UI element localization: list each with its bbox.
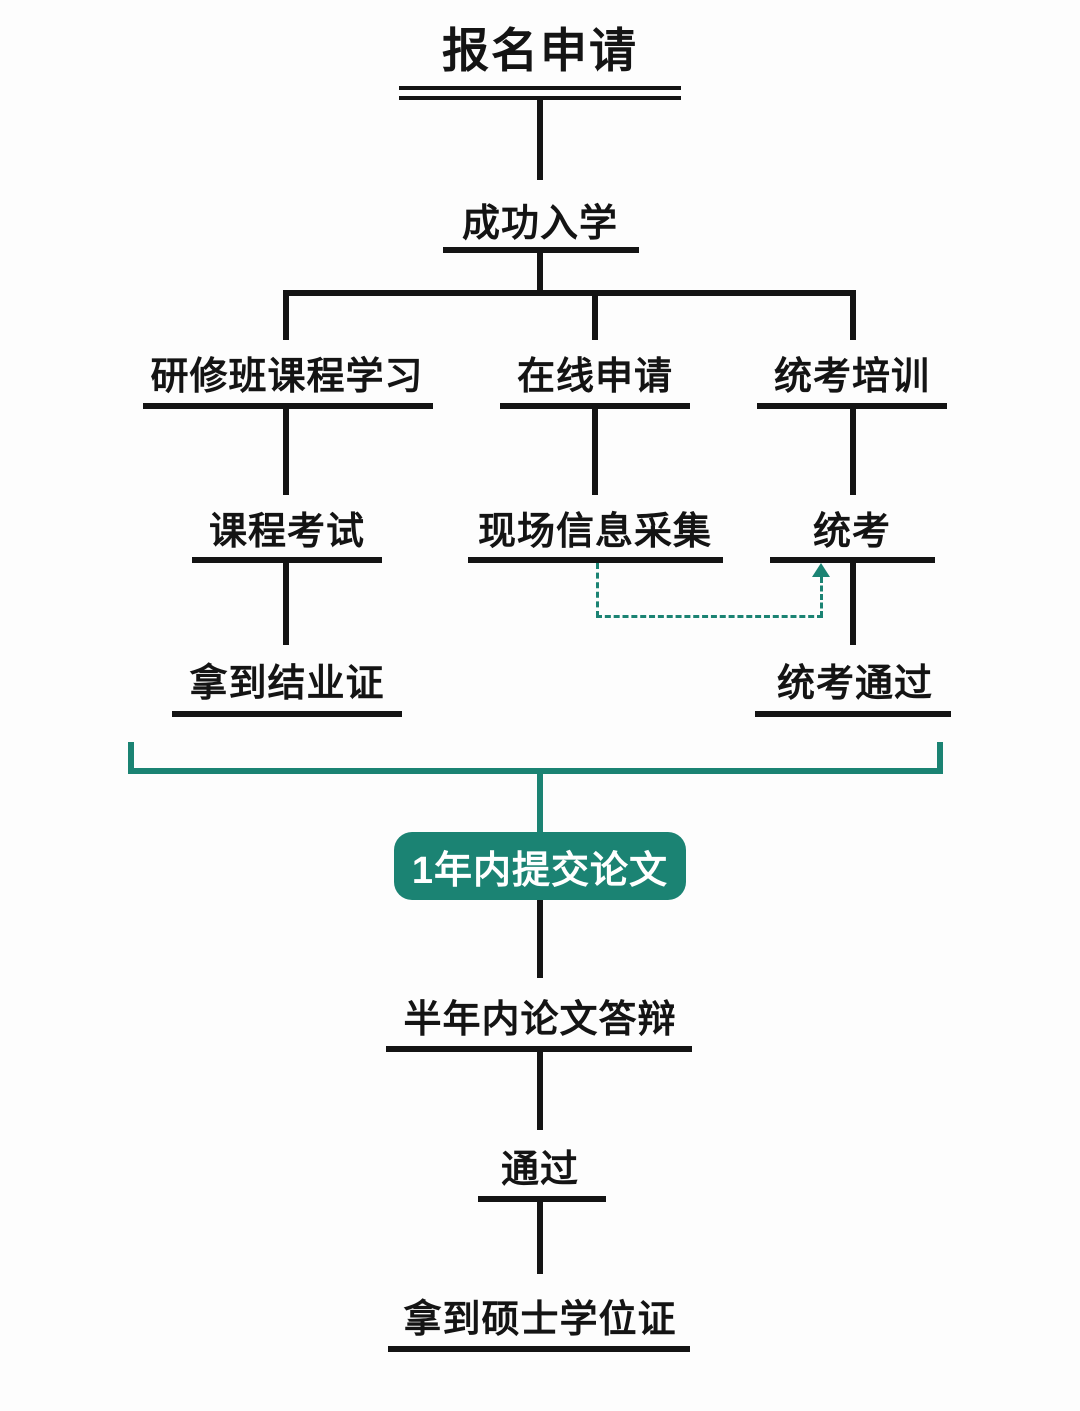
connector-line [537, 1052, 543, 1130]
node-pass: 通过 [500, 1149, 579, 1191]
node-thesis-defense: 半年内论文答辩 [403, 999, 677, 1041]
connector-line [592, 409, 598, 495]
node-exam-passed: 统考通过 [776, 663, 933, 705]
node-enrollment-underline [443, 247, 639, 253]
node-exam-passed-underline [755, 711, 951, 717]
connector-line [850, 409, 856, 495]
branch-bar [283, 290, 856, 296]
connector-line [537, 900, 543, 978]
connector-line [537, 100, 543, 180]
dashed-connector-up [820, 577, 823, 617]
node-seminar-course: 研修班课程学习 [150, 356, 424, 398]
node-completion-cert: 拿到结业证 [189, 663, 385, 705]
connector-line [850, 563, 856, 645]
node-thesis-defense-underline [386, 1046, 692, 1052]
node-info-collection: 现场信息采集 [477, 511, 712, 553]
dashed-connector-across [596, 615, 823, 618]
merge-bracket-stem [537, 774, 543, 832]
node-degree-cert: 拿到硕士学位证 [403, 1299, 677, 1341]
node-course-exam: 课程考试 [208, 511, 365, 553]
connector-line [537, 1202, 543, 1274]
node-unified-exam-underline [770, 557, 935, 563]
node-exam-training-underline [757, 403, 947, 409]
node-online-application-underline [500, 403, 690, 409]
node-enrollment: 成功入学 [461, 203, 618, 245]
node-completion-cert-underline [172, 711, 402, 717]
node-exam-training: 统考培训 [773, 356, 930, 398]
node-unified-exam: 统考 [812, 511, 891, 553]
node-info-collection-underline [468, 557, 723, 563]
connector-line [283, 290, 289, 340]
title-underline-top [399, 86, 681, 90]
node-thesis-submission: 1年内提交论文 [394, 832, 686, 900]
connector-line [537, 253, 543, 293]
connector-line [283, 409, 289, 495]
node-course-exam-underline [192, 557, 382, 563]
dashed-connector-down [596, 563, 599, 617]
flowchart-title: 报名申请 [442, 24, 638, 77]
connector-line [283, 563, 289, 645]
node-online-application: 在线申请 [516, 356, 673, 398]
merge-bracket-right [937, 742, 943, 774]
title-underline-bottom [399, 96, 681, 100]
connector-line [592, 290, 598, 340]
node-pass-underline [478, 1196, 606, 1202]
merge-bracket-left [128, 742, 134, 774]
node-degree-cert-underline [388, 1346, 690, 1352]
arrow-up-icon [812, 563, 830, 577]
connector-line [850, 290, 856, 340]
merge-bracket-bar [128, 768, 943, 774]
node-seminar-course-underline [143, 403, 433, 409]
